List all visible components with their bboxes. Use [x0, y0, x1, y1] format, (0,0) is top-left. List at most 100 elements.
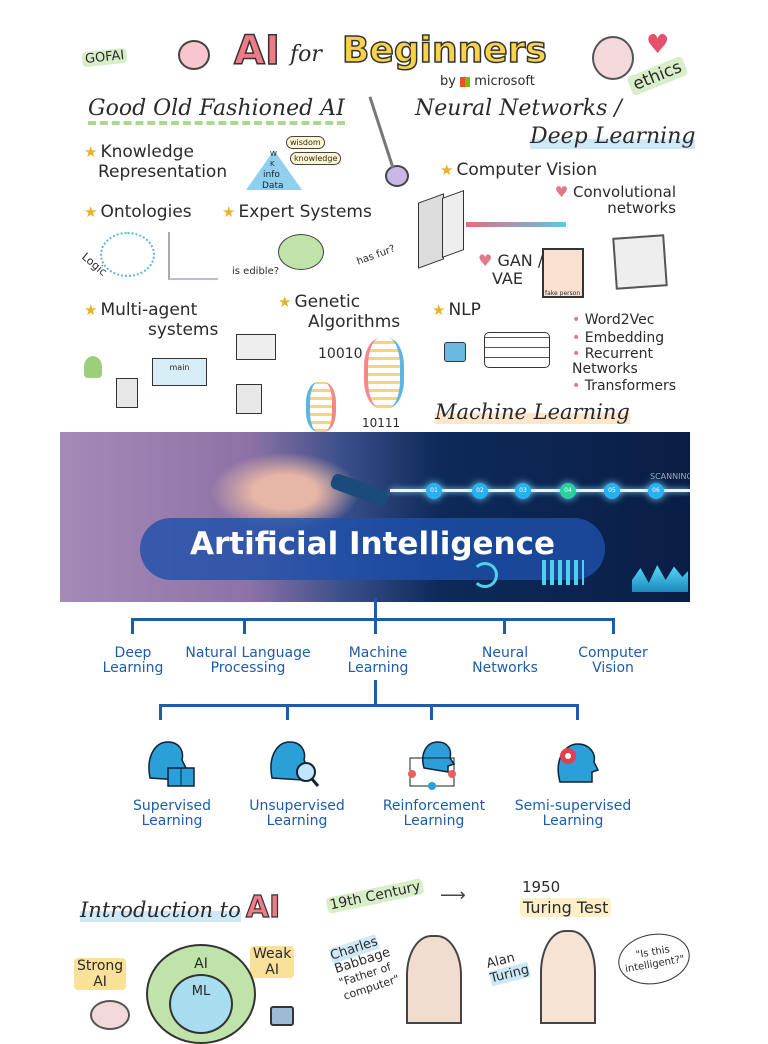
fake-person-caption: fake person — [545, 290, 581, 297]
label-line: Processing — [210, 660, 286, 676]
tree-connector — [286, 704, 289, 720]
wave-graphic — [632, 565, 688, 592]
multi-agent-line2: systems — [148, 320, 219, 340]
timeline-line — [390, 489, 690, 492]
nlp-item-embedding: • Embedding — [572, 329, 682, 347]
by-line: by microsoft — [440, 74, 535, 89]
computer-tower-icon — [116, 378, 138, 408]
nlp-item-text: Recurrent Networks — [572, 346, 653, 377]
label-line: Learning — [141, 813, 203, 829]
nlp-list: • Word2Vec • Embedding • Recurrent Netwo… — [572, 311, 682, 395]
conv-line2: networks — [607, 199, 676, 217]
genetic-line2: Algorithms — [308, 312, 401, 332]
ontology-graph-icon — [100, 232, 155, 277]
ml-circle: ML — [169, 974, 233, 1034]
arrow-icon: ⟶ — [440, 885, 466, 906]
gan-vae-label: ♥ GAN /VAE — [478, 252, 543, 288]
star-icon: ★ — [222, 203, 236, 221]
nlp-item-text: Embedding — [584, 330, 665, 346]
is-edible-label: is edible? — [232, 266, 280, 277]
title-pill — [140, 518, 605, 580]
tree-connector — [159, 704, 579, 707]
pyramid-w: W — [270, 150, 277, 158]
cnn-input-layer — [418, 193, 444, 269]
label-line: Neural — [481, 645, 529, 661]
fake-person-photo: fake person — [542, 248, 584, 298]
cnn-layers-strip — [466, 222, 566, 227]
plant-icon — [84, 356, 102, 378]
nlp-text: NLP — [448, 300, 481, 320]
timeline-node: 06 — [648, 483, 664, 499]
century-label: 19th Century — [325, 877, 425, 915]
kr-line2: Representation — [98, 162, 228, 182]
head-magnifier-icon — [270, 741, 320, 787]
heart-bullet-icon: ♥ — [554, 183, 574, 201]
babbage-portrait — [406, 935, 462, 1024]
expert-systems-text: Expert Systems — [238, 202, 372, 222]
artificial-intelligence-banner: Artificial Intelligence SCANNING — [60, 432, 690, 602]
nn-heading-1: Neural Networks / — [415, 96, 622, 121]
dna-helix-icon-2 — [306, 382, 336, 432]
intro-ai: AI — [245, 889, 281, 925]
bullet-icon: • — [572, 330, 585, 346]
head-book-icon — [148, 741, 195, 787]
label-line: Reinforcement — [382, 798, 486, 814]
phones-icon — [236, 334, 276, 360]
intro-heading: Introduction to AI — [80, 889, 281, 926]
ml-circle-label: ML — [191, 984, 211, 999]
star-icon: ★ — [84, 301, 98, 319]
user-ring-icon — [472, 562, 498, 588]
ai-circle: AI ML — [146, 944, 256, 1044]
kr-line1: Knowledge — [100, 142, 194, 162]
conv-line1: Convolutional — [573, 183, 676, 201]
wisdom-bubble: wisdom — [286, 136, 325, 149]
title-ai: AI — [233, 27, 280, 75]
label-line: Computer — [578, 645, 648, 661]
star-icon: ★ — [84, 203, 98, 221]
label-line: Learning — [347, 660, 409, 676]
binary-10010: 10010 — [318, 346, 363, 362]
tree-connector — [612, 618, 615, 634]
tree-connector — [374, 618, 377, 634]
brain-icon — [178, 40, 210, 70]
label-line: Semi-supervised — [514, 798, 632, 814]
robot-icon — [270, 1006, 294, 1026]
nlp-item-transformers: • Transformers — [572, 377, 682, 395]
label-line: Vision — [592, 660, 634, 676]
nlp-item-word2vec: • Word2Vec — [572, 311, 682, 329]
label-line: Natural Language — [185, 645, 311, 661]
cnn-layer — [442, 189, 464, 259]
knowledge-bubble: knowledge — [290, 152, 342, 165]
turing-test-label: Turing Test — [520, 898, 612, 917]
heart-icon: ♥ — [646, 30, 670, 60]
main-server-icon: main — [152, 358, 207, 386]
tree-connector — [159, 704, 162, 720]
timeline-node: 05 — [604, 483, 620, 499]
bullet-icon: • — [572, 312, 585, 328]
star-icon: ★ — [278, 293, 292, 311]
nlp-item-text: Transformers — [584, 378, 677, 394]
binary-10111: 10111 — [362, 416, 401, 430]
tree-connector — [243, 618, 246, 634]
turing-portrait — [540, 930, 596, 1024]
year-label: 1950 — [522, 878, 561, 896]
globe-server-icon — [236, 384, 262, 414]
by-text: by — [440, 74, 456, 89]
decision-tree-icon — [278, 234, 324, 270]
label-line: Learning — [266, 813, 328, 829]
bullet-icon: • — [572, 378, 585, 394]
tree-connector — [503, 618, 506, 634]
head-gear-icon — [557, 743, 600, 783]
label-line: Networks — [472, 660, 538, 676]
